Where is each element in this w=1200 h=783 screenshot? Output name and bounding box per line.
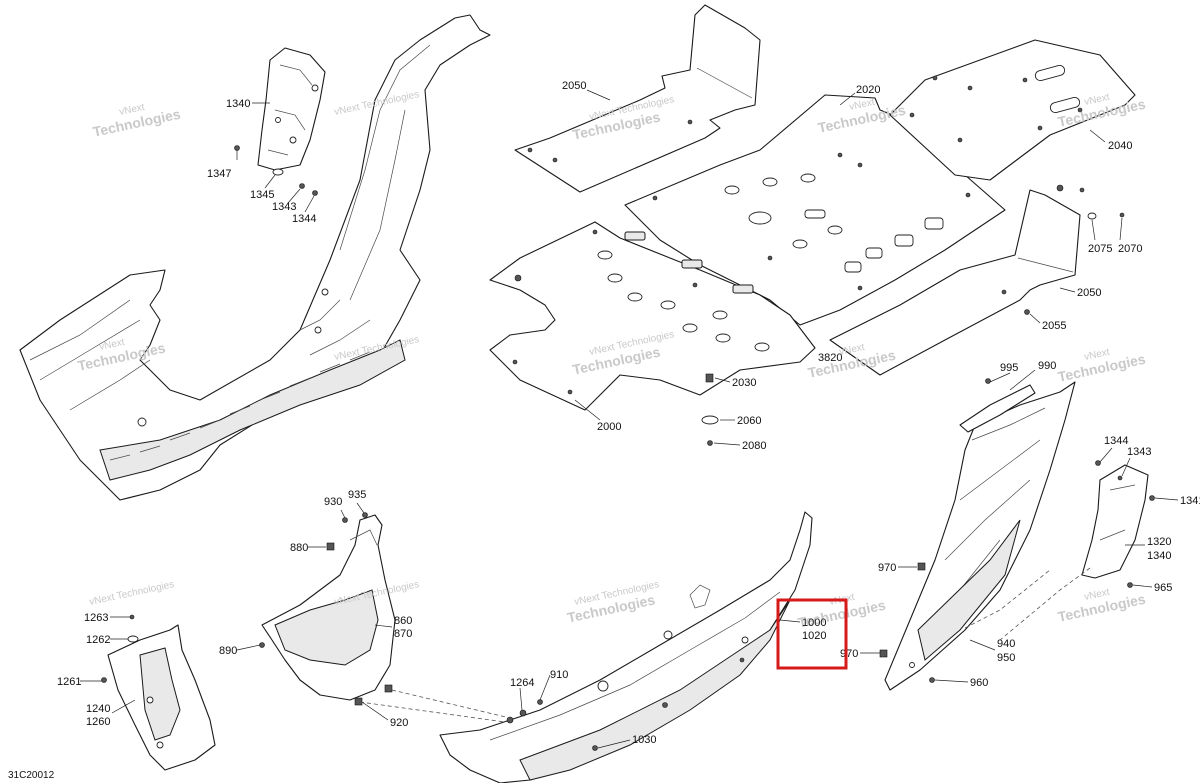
watermark-text: vNext [838, 342, 866, 358]
floor-plate-2050-upper[interactable] [514, 4, 761, 193]
right-bracket-990[interactable] [959, 378, 1036, 433]
callout-labels: 1340 1347 1345 1343 1344 2050 2020 2040 … [57, 80, 1200, 746]
callout-920[interactable]: 920 [390, 717, 408, 729]
callout-1260[interactable]: 1260 [86, 716, 110, 728]
callout-2075[interactable]: 2075 [1088, 243, 1112, 255]
watermark-text: vNext [1083, 92, 1111, 108]
floor-plate-2050-lower[interactable] [829, 189, 1081, 376]
callout-1344-right[interactable]: 1344 [1104, 435, 1128, 447]
callout-1320[interactable]: 1320 [1147, 536, 1171, 548]
callout-1030[interactable]: 1030 [632, 734, 656, 746]
callout-870[interactable]: 870 [394, 628, 412, 640]
callout-995[interactable]: 995 [1000, 362, 1018, 374]
callout-860[interactable]: 860 [394, 615, 412, 627]
callout-1263[interactable]: 1263 [84, 612, 108, 624]
callout-1343-right[interactable]: 1343 [1127, 446, 1151, 458]
callout-2055[interactable]: 2055 [1042, 320, 1066, 332]
fasteners-1343-1345 [234, 145, 318, 196]
watermark-text: vNext [98, 337, 126, 353]
callout-1344[interactable]: 1344 [292, 213, 316, 225]
callout-890[interactable]: 890 [219, 645, 237, 657]
callout-1340-right[interactable]: 1340 [1147, 550, 1171, 562]
diagram-code: 31C20012 [8, 770, 55, 781]
right-side-panel-940[interactable] [884, 381, 1076, 691]
floor-plate-2040[interactable] [889, 39, 1136, 181]
callout-2040[interactable]: 2040 [1108, 140, 1132, 152]
watermark-text: vNext [1083, 347, 1111, 363]
watermark-text: vNext Technologies [88, 579, 175, 608]
watermark-text: vNext [1083, 587, 1111, 603]
callout-1343[interactable]: 1343 [272, 201, 296, 213]
callout-1345[interactable]: 1345 [250, 189, 274, 201]
upper-left-side-panel-1340[interactable] [257, 47, 326, 171]
callout-1000[interactable]: 1000 [802, 617, 826, 629]
lower-left-panel-1240[interactable] [101, 614, 216, 771]
floor-fasteners [701, 184, 1125, 446]
callout-2000[interactable]: 2000 [597, 421, 621, 433]
callout-2070[interactable]: 2070 [1118, 243, 1142, 255]
callout-3820[interactable]: 3820 [818, 352, 842, 364]
floor-plate-2020[interactable] [624, 94, 1006, 326]
callout-990[interactable]: 990 [1038, 360, 1056, 372]
callout-935[interactable]: 935 [348, 489, 366, 501]
callout-960[interactable]: 960 [970, 677, 988, 689]
callout-1264[interactable]: 1264 [510, 677, 534, 689]
callout-970[interactable]: 970 [878, 562, 896, 574]
callout-950[interactable]: 950 [997, 652, 1015, 664]
front-lower-panel-860[interactable] [259, 512, 396, 706]
watermark-text: vNext [118, 102, 146, 118]
callout-1340[interactable]: 1340 [226, 98, 250, 110]
callout-1240[interactable]: 1240 [86, 703, 110, 715]
callout-910[interactable]: 910 [550, 669, 568, 681]
callout-2060[interactable]: 2060 [737, 415, 761, 427]
right-fasteners [879, 562, 935, 683]
watermark-text: vNext [848, 97, 876, 113]
callout-1261[interactable]: 1261 [57, 676, 81, 688]
callout-2020[interactable]: 2020 [856, 84, 880, 96]
callout-2030[interactable]: 2030 [732, 377, 756, 389]
callout-940[interactable]: 940 [997, 638, 1015, 650]
callout-965[interactable]: 965 [1154, 582, 1172, 594]
assembly-lines [359, 567, 1091, 723]
callout-1347[interactable]: 1347 [207, 168, 231, 180]
leader-lines [80, 89, 1179, 749]
callout-2080[interactable]: 2080 [742, 440, 766, 452]
left-body-frame[interactable] [19, 14, 491, 501]
right-small-panel-1320[interactable] [1081, 460, 1155, 588]
callout-2050-lower[interactable]: 2050 [1077, 287, 1101, 299]
callout-930[interactable]: 930 [324, 496, 342, 508]
sill-fasteners [506, 657, 745, 751]
rocker-panel-1000[interactable] [439, 511, 813, 783]
callout-1262[interactable]: 1262 [86, 634, 110, 646]
callout-970-lower[interactable]: 970 [840, 648, 858, 660]
callout-2050[interactable]: 2050 [562, 80, 586, 92]
floor-plate-2000[interactable] [489, 221, 816, 411]
callout-1020[interactable]: 1020 [802, 630, 826, 642]
highlight-box [776, 598, 848, 670]
callout-880[interactable]: 880 [290, 542, 308, 554]
